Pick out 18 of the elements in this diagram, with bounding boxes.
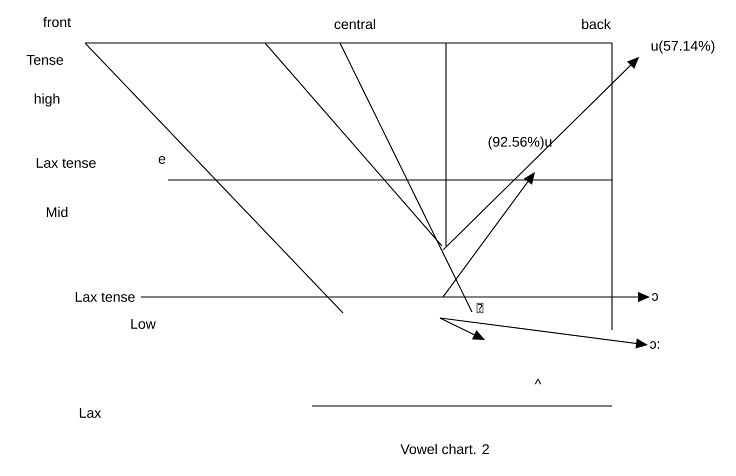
text-label: Lax — [80, 408, 102, 418]
vowel-label: ɔ — [652, 293, 658, 301]
caption: Vowel chart. 2 — [400, 444, 489, 454]
text-label: high — [34, 93, 60, 107]
text-label: (92.56%)u — [488, 136, 552, 150]
text-label: ⍰ — [476, 302, 484, 314]
text-label: Mid — [46, 206, 68, 218]
text-label: Lax tense — [36, 158, 96, 168]
text-label: central — [334, 18, 376, 30]
vowel-label: Lax tense — [76, 292, 135, 302]
text-label: ^ — [534, 379, 542, 384]
text-label: Low — [131, 319, 156, 329]
text-label: front — [43, 16, 71, 28]
vowel-label: u(57.14%) — [652, 40, 714, 54]
text-label: back — [582, 18, 611, 30]
text-label: e — [158, 156, 166, 164]
vowel-label: ɔ: — [650, 341, 660, 349]
text-label: Tense — [26, 55, 64, 65]
